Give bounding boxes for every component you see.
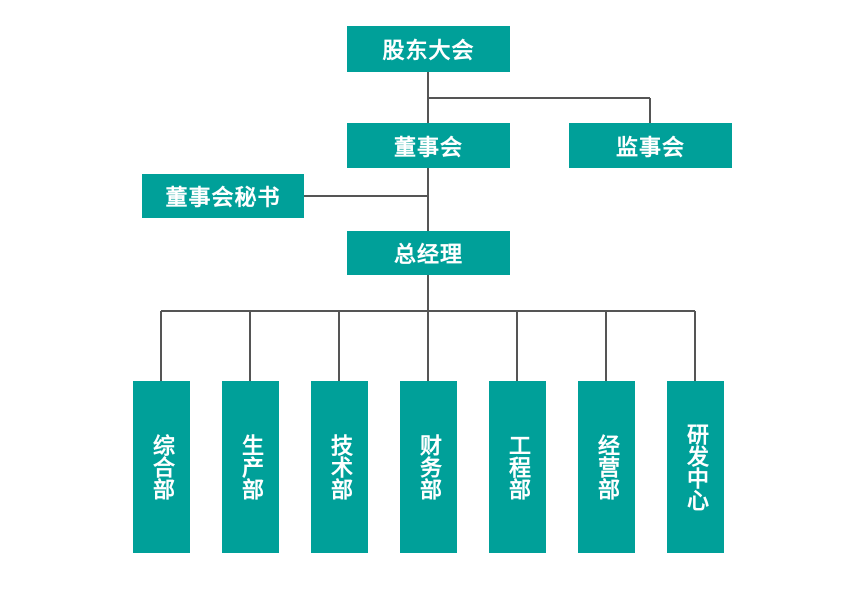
node-shareholders-meeting: 股东大会 — [347, 26, 510, 72]
node-dept-finance: 财务部 — [400, 381, 457, 553]
node-board-of-directors: 董事会 — [347, 123, 510, 168]
node-dept-engineering: 工程部 — [489, 381, 546, 553]
node-dept-technology: 技术部 — [311, 381, 368, 553]
node-general-manager: 总经理 — [347, 231, 510, 275]
node-dept-rnd-center: 研发中心 — [667, 381, 724, 553]
node-board-of-supervisors: 监事会 — [569, 123, 732, 168]
node-dept-general-affairs: 综合部 — [133, 381, 190, 553]
node-dept-operations: 经营部 — [578, 381, 635, 553]
node-dept-production: 生产部 — [222, 381, 279, 553]
node-board-secretary: 董事会秘书 — [142, 174, 304, 218]
